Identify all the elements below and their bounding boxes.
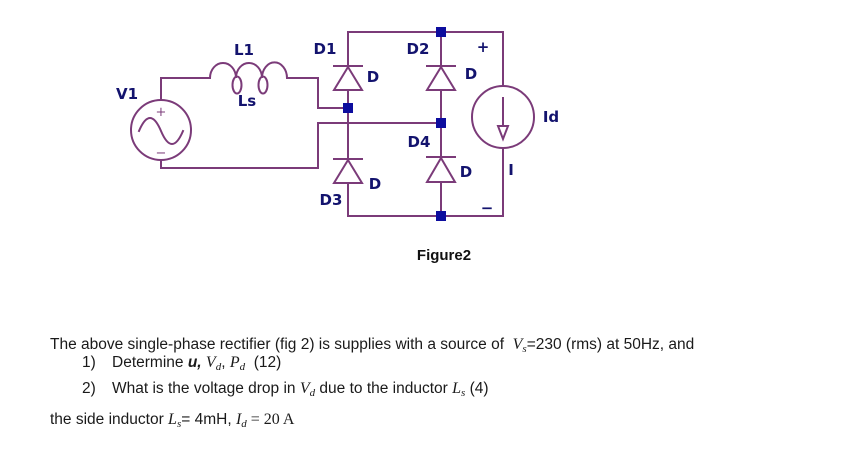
label-l1: L1 xyxy=(234,41,254,59)
math-sub-s: s xyxy=(522,343,527,355)
question-item-2: 2) What is the voltage drop in Vd due to… xyxy=(82,376,822,402)
wire-top-rail xyxy=(347,31,504,87)
diode-d1-triangle xyxy=(332,65,364,91)
node-left-mid xyxy=(343,103,353,113)
label-id: Id xyxy=(543,108,559,126)
math-sub-s: s xyxy=(176,418,182,430)
math-var-ls: L xyxy=(452,380,462,397)
question-1-number: 1) xyxy=(82,354,96,371)
question-2-number: 2) xyxy=(82,380,96,397)
current-source-arrow-head xyxy=(496,125,510,142)
text-run: What is the voltage drop in xyxy=(112,380,300,397)
label-d1: D1 xyxy=(314,40,337,58)
diode-d2-triangle xyxy=(425,65,457,91)
text-run: = 4mH, xyxy=(181,411,236,428)
node-top xyxy=(436,27,446,37)
math-var-vs: V xyxy=(512,336,523,353)
label-d4: D4 xyxy=(408,133,431,151)
label-d3: D3 xyxy=(320,191,343,209)
wire-return-to-bridge xyxy=(317,122,442,169)
wire-bottom-rail xyxy=(347,147,504,217)
text-run: Determine xyxy=(112,354,188,371)
problem-statement-line-2: the side inductor Ls= 4mH, Id = 20 A xyxy=(50,407,825,432)
math-value: = 20 A xyxy=(246,411,295,428)
wire-source-bottom-lead xyxy=(160,159,319,169)
wire-source-top-lead xyxy=(160,77,211,101)
label-d-of-d1: D xyxy=(367,68,379,86)
text-run: (4) xyxy=(465,380,489,397)
math-var-u: u, xyxy=(187,354,206,371)
label-output-plus: + xyxy=(477,38,490,56)
question-2-text: What is the voltage drop in Vd due to th… xyxy=(112,376,489,402)
question-list: 1) Determine u, Vd, Pd (12) 2) What is t… xyxy=(82,350,822,402)
label-i: I xyxy=(508,161,514,179)
text-run: =230 (rms) at 50Hz, and xyxy=(526,336,695,353)
math-var-pd: P xyxy=(229,354,240,371)
source-plus-sign: + xyxy=(156,105,167,120)
ac-source-sine-wave xyxy=(137,117,185,145)
label-d-of-d4: D xyxy=(460,163,472,181)
math-var-id: I xyxy=(235,411,242,428)
math-sub-s: s xyxy=(461,387,466,399)
text-run: (12) xyxy=(245,354,282,371)
label-d2: D2 xyxy=(407,40,430,58)
problem-statement: The above single-phase rectifier (fig 2)… xyxy=(50,282,825,457)
problem-statement-line-1: The above single-phase rectifier (fig 2)… xyxy=(50,332,825,357)
schematic-labels: V1 L1 Ls D1 D2 D3 D4 D D D D + − Id I xyxy=(116,38,559,217)
text-run: due to the inductor xyxy=(315,380,453,397)
source-minus-sign: − xyxy=(156,146,167,161)
math-sub-d: d xyxy=(241,418,247,430)
math-var-vd: V xyxy=(205,354,216,371)
label-v1: V1 xyxy=(116,85,138,103)
label-d-of-d3: D xyxy=(369,175,381,193)
math-sub-d: d xyxy=(309,387,316,399)
circuit-wires xyxy=(130,31,535,217)
inductor-loop-2 xyxy=(257,75,269,95)
node-right-mid xyxy=(436,118,446,128)
label-d-of-d2: D xyxy=(465,65,477,83)
math-var-ls: L xyxy=(168,411,177,428)
math-sub-d: d xyxy=(215,361,222,373)
label-ls: Ls xyxy=(238,92,257,110)
diode-d4-triangle xyxy=(425,156,457,183)
math-sub-d: d xyxy=(239,361,246,373)
source-polarity-marks: + − xyxy=(156,105,167,161)
figure-caption: Figure2 xyxy=(416,247,472,264)
question-item-1: 1) Determine u, Vd, Pd (12) xyxy=(82,350,822,376)
rectifier-circuit-diagram: + − V1 L1 Ls D1 D2 D3 D4 D D D D + − Id … xyxy=(116,27,559,221)
inductor-loop-1 xyxy=(231,75,243,95)
diode-d3-triangle xyxy=(332,158,364,184)
text-run: , xyxy=(221,354,230,371)
wire-inductor-to-bridge xyxy=(286,77,349,109)
text-run: the side inductor xyxy=(50,411,169,428)
inductor-coil xyxy=(208,61,289,80)
label-output-minus: − xyxy=(481,199,494,217)
text-run: The above single-phase rectifier (fig 2)… xyxy=(50,336,513,353)
junction-nodes xyxy=(343,27,446,221)
question-1-text: Determine u, Vd, Pd (12) xyxy=(112,350,281,376)
math-var-vd: V xyxy=(299,380,310,397)
node-bottom xyxy=(436,211,446,221)
